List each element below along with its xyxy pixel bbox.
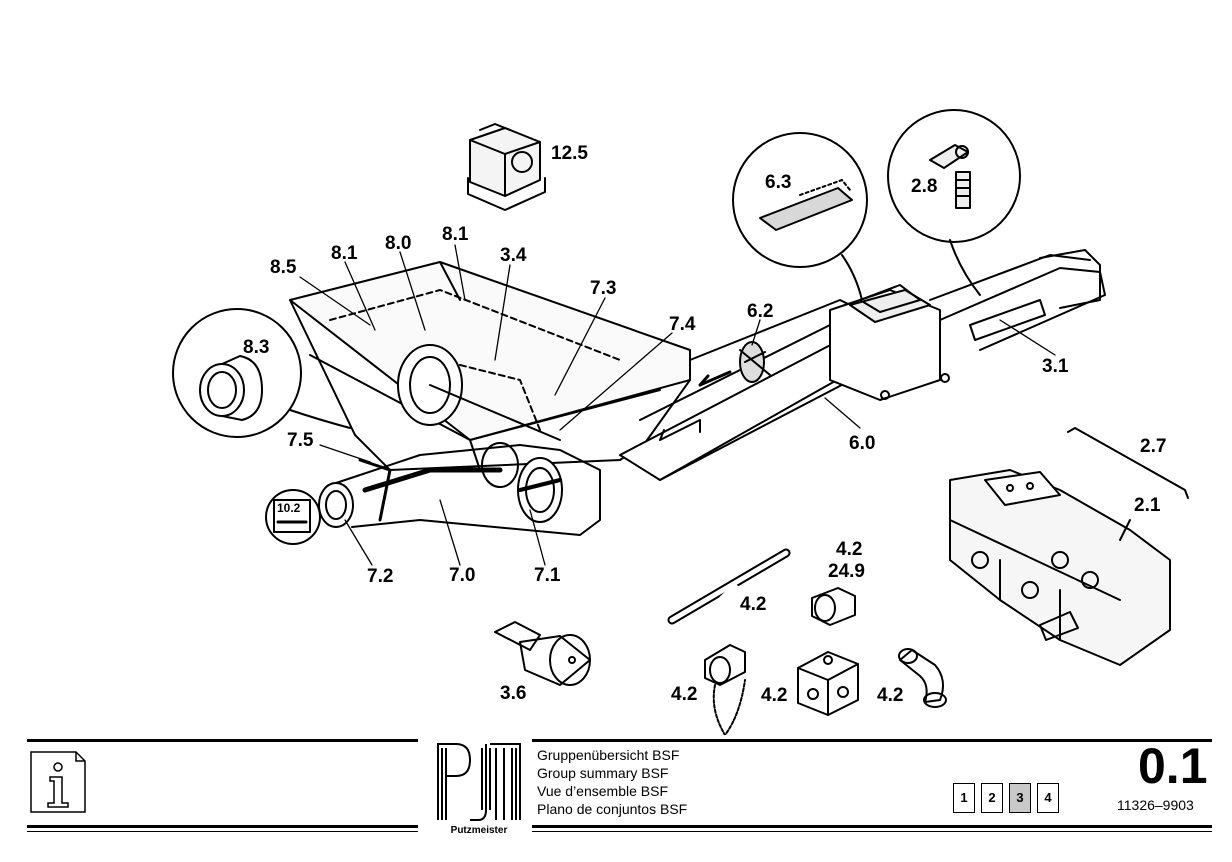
footer-rule-right-bottom-thin: [532, 831, 1212, 832]
label-8-1: 8.1: [331, 243, 358, 264]
exploded-parts-drawing: [172, 109, 1189, 735]
page-tab-2[interactable]: 2: [981, 783, 1003, 813]
label-3-1: 3.1: [1042, 356, 1069, 377]
label-24-9: 24.9: [828, 561, 865, 582]
manual-reference-symbol: [265, 489, 321, 545]
title-english: Group summary BSF: [537, 765, 669, 781]
label-8-1-right: 8.1: [442, 224, 469, 245]
elbow-fitting: [898, 648, 947, 708]
label-4-2-hose: 4.2: [740, 594, 767, 615]
label-7-3: 7.3: [590, 278, 617, 299]
s-tube-assembly: [318, 442, 601, 536]
document-number: 11326–9903: [1117, 797, 1194, 813]
hydraulic-valve-block: [949, 427, 1189, 666]
detail-circle-8-3: [172, 308, 351, 438]
quick-coupling-with-chain: [704, 644, 746, 735]
label-4-2-clamp: 4.2: [761, 685, 788, 706]
label-2-7: 2.7: [1140, 436, 1167, 457]
label-10-2: 10.2: [277, 501, 301, 515]
label-4-2-coupling: 4.2: [836, 539, 863, 560]
leader-lines: [299, 244, 1056, 566]
label-3-6: 3.6: [500, 683, 527, 704]
detail-circle-2-8: [887, 109, 1021, 296]
title-french: Vue d’ensemble BSF: [537, 783, 668, 799]
clamp-block: [797, 651, 859, 716]
label-6-3: 6.3: [765, 172, 792, 193]
label-2-8: 2.8: [911, 176, 938, 197]
label-7-4: 7.4: [669, 314, 696, 335]
label-8-3: 8.3: [243, 337, 270, 358]
page-tab-4[interactable]: 4: [1037, 783, 1059, 813]
label-8-5: 8.5: [270, 257, 297, 278]
footer-rule-left-top: [27, 739, 418, 742]
label-7-1: 7.1: [534, 565, 561, 586]
hopper: [289, 261, 691, 471]
title-german: Gruppenübersicht BSF: [537, 747, 680, 763]
footer-rule-left-bottom-thin: [27, 831, 418, 832]
label-3-4: 3.4: [500, 245, 527, 266]
info-icon: [30, 751, 86, 813]
delivery-cylinders: [619, 249, 1106, 481]
hose-4-2: [667, 548, 791, 625]
page-tab-1[interactable]: 1: [953, 783, 975, 813]
title-spanish: Plano de conjuntos BSF: [537, 801, 688, 817]
detail-circle-6-3: [732, 132, 868, 301]
label-4-2-elbow: 4.2: [877, 685, 904, 706]
hydraulic-motor-3-6: [494, 621, 591, 686]
coupling-24-9: [811, 587, 856, 626]
page-number: 0.1: [1138, 738, 1208, 794]
motor-12-5: [467, 123, 546, 211]
label-6-0: 6.0: [849, 433, 876, 454]
label-6-2: 6.2: [747, 301, 774, 322]
label-7-2: 7.2: [367, 566, 394, 587]
footer-rule-left-bottom: [27, 825, 418, 828]
page-tab-3-active[interactable]: 3: [1009, 783, 1031, 813]
label-8-0: 8.0: [385, 233, 412, 254]
label-12-5: 12.5: [551, 143, 588, 164]
footer-rule-right-bottom: [532, 825, 1212, 828]
label-4-2-quick-coupling: 4.2: [671, 684, 698, 705]
logo-text: Putzmeister: [451, 825, 508, 835]
putzmeister-logo: Putzmeister: [437, 743, 521, 835]
label-7-5: 7.5: [287, 430, 314, 451]
footer-rule-right-top: [532, 739, 1212, 742]
label-2-1: 2.1: [1134, 495, 1161, 516]
label-7-0: 7.0: [449, 565, 476, 586]
